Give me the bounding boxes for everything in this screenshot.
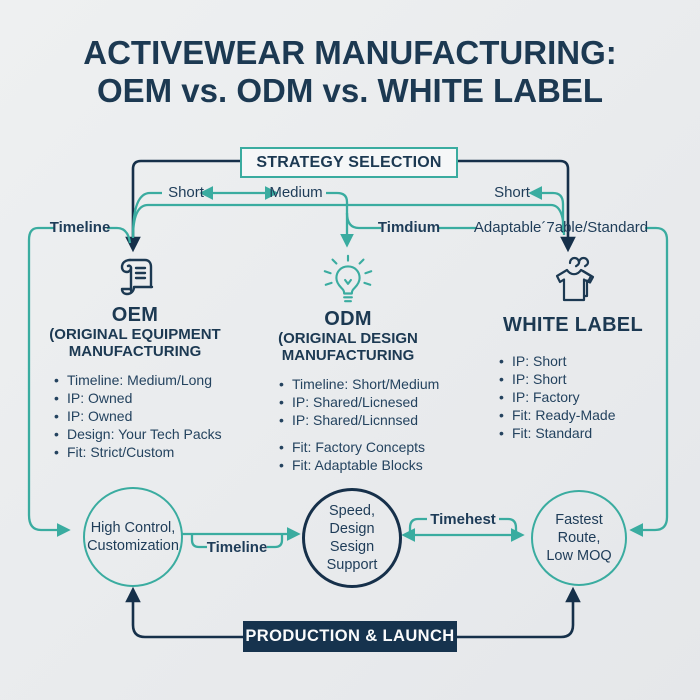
white-label-column: WHITE LABEL IP: Short IP: Short IP: Fact…	[468, 253, 678, 442]
medium-to-odm-arrow	[326, 191, 354, 248]
oem-subtitle-line1: (ORIGINAL EQUIPMENT	[49, 326, 221, 343]
bullet-item: Fit: Strict/Custom	[54, 443, 255, 461]
bullet-item: Timeline: Short/Medium	[279, 375, 446, 393]
white-label-outcome-circle: Fastest Route, Low MOQ	[531, 490, 627, 586]
odm-timdium-branch	[345, 212, 381, 230]
bullet-item: Design: Your Tech Packs	[54, 425, 255, 443]
hanging-shirts-icon	[468, 253, 678, 311]
oem-title: OEM	[111, 304, 159, 326]
lightbulb-icon	[250, 253, 446, 305]
timehest-bracket	[408, 517, 518, 534]
page-title: ACTIVEWEAR MANUFACTURING: OEM vs. ODM vs…	[0, 34, 700, 110]
white-label-bullet-list: IP: Short IP: Short IP: Factory Fit: Rea…	[499, 352, 678, 442]
odm-outcome-line1: Speed, Design	[329, 503, 375, 537]
bullet-item: IP: Shared/Licnnsed	[279, 411, 446, 429]
teal-row2-full-segment	[131, 203, 566, 239]
scroll-document-icon	[15, 253, 255, 301]
page-title-line1: ACTIVEWEAR MANUFACTURING:	[83, 34, 617, 71]
bullet-item: Fit: Factory Concepts	[279, 438, 446, 456]
timeline-left-down-arrow	[27, 226, 71, 537]
bullet-item: Fit: Ready-Made	[499, 406, 678, 424]
oem-outcome-line1: High Control,	[90, 520, 176, 536]
timeline-bottom-bracket	[190, 535, 284, 549]
bullet-item: IP: Owned	[54, 389, 255, 407]
label-timeline-top: Timeline	[49, 219, 111, 236]
odm-column: ODM (ORIGINAL DESIGN MANUFACTURING Timel…	[250, 253, 446, 474]
label-timdium: Timdium	[377, 219, 441, 236]
production-launch-label: PRODUCTION & LAUNCH	[245, 627, 455, 645]
production-to-oem-circle-connector	[125, 586, 244, 639]
strategy-to-whitelabel-connector	[454, 159, 576, 253]
odm-subtitle-line1: (ORIGINAL DESIGN	[278, 330, 418, 347]
odm-subtitle-line2: MANUFACTURING	[281, 347, 415, 364]
odm-outcome-line2: Sesign Support	[326, 539, 378, 573]
oem-column: OEM (ORIGINAL EQUIPMENT MANUFACTURING Ti…	[15, 253, 255, 461]
strategy-selection-box: STRATEGY SELECTION	[240, 147, 458, 178]
odm-bullet-list: Timeline: Short/Medium IP: Shared/Licnes…	[279, 375, 446, 474]
oem-outcome-circle: High Control, Customization	[83, 487, 183, 587]
bullet-item: IP: Short	[499, 370, 678, 388]
bullet-item: Timeline: Medium/Long	[54, 371, 255, 389]
timeline-right-segment	[107, 226, 132, 244]
label-adaptable-standard: Adaptable´7able/Standard	[473, 219, 649, 236]
bullet-item: IP: Shared/Licnesed	[279, 393, 446, 411]
short-right-arrow-segment	[528, 186, 565, 233]
bullet-item: Fit: Adaptable Blocks	[279, 456, 446, 474]
odm-title: ODM	[324, 308, 372, 330]
oem-outcome-line2: Customization	[87, 538, 179, 554]
label-short-right: Short	[494, 184, 530, 201]
bullet-item: IP: Factory	[499, 388, 678, 406]
white-label-outcome-line2: Low MOQ	[546, 548, 612, 564]
page-title-line2: OEM vs. ODM vs. WHITE LABEL	[96, 72, 604, 109]
white-label-title: WHITE LABEL	[503, 314, 643, 336]
label-timeline-bottom: Timeline	[206, 539, 268, 556]
label-timehest: Timehest	[430, 511, 496, 528]
production-launch-box: PRODUCTION & LAUNCH	[243, 621, 457, 652]
white-label-outcome-line1: Fastest Route,	[555, 512, 603, 546]
label-short-left: Short	[168, 184, 204, 201]
strategy-selection-label: STRATEGY SELECTION	[256, 153, 442, 171]
bullet-item: IP: Owned	[54, 407, 255, 425]
odm-outcome-circle: Speed, Design Sesign Support	[302, 488, 402, 588]
production-to-whitelabel-circle-connector	[456, 586, 581, 639]
label-medium: Medium	[269, 184, 323, 201]
bullet-item: Fit: Standard	[499, 424, 678, 442]
oem-subtitle-line2: MANUFACTURING	[68, 343, 202, 360]
oem-bullet-list: Timeline: Medium/Long IP: Owned IP: Owne…	[54, 371, 255, 461]
bullet-item: IP: Short	[499, 352, 678, 370]
strategy-to-oem-connector	[125, 159, 240, 253]
